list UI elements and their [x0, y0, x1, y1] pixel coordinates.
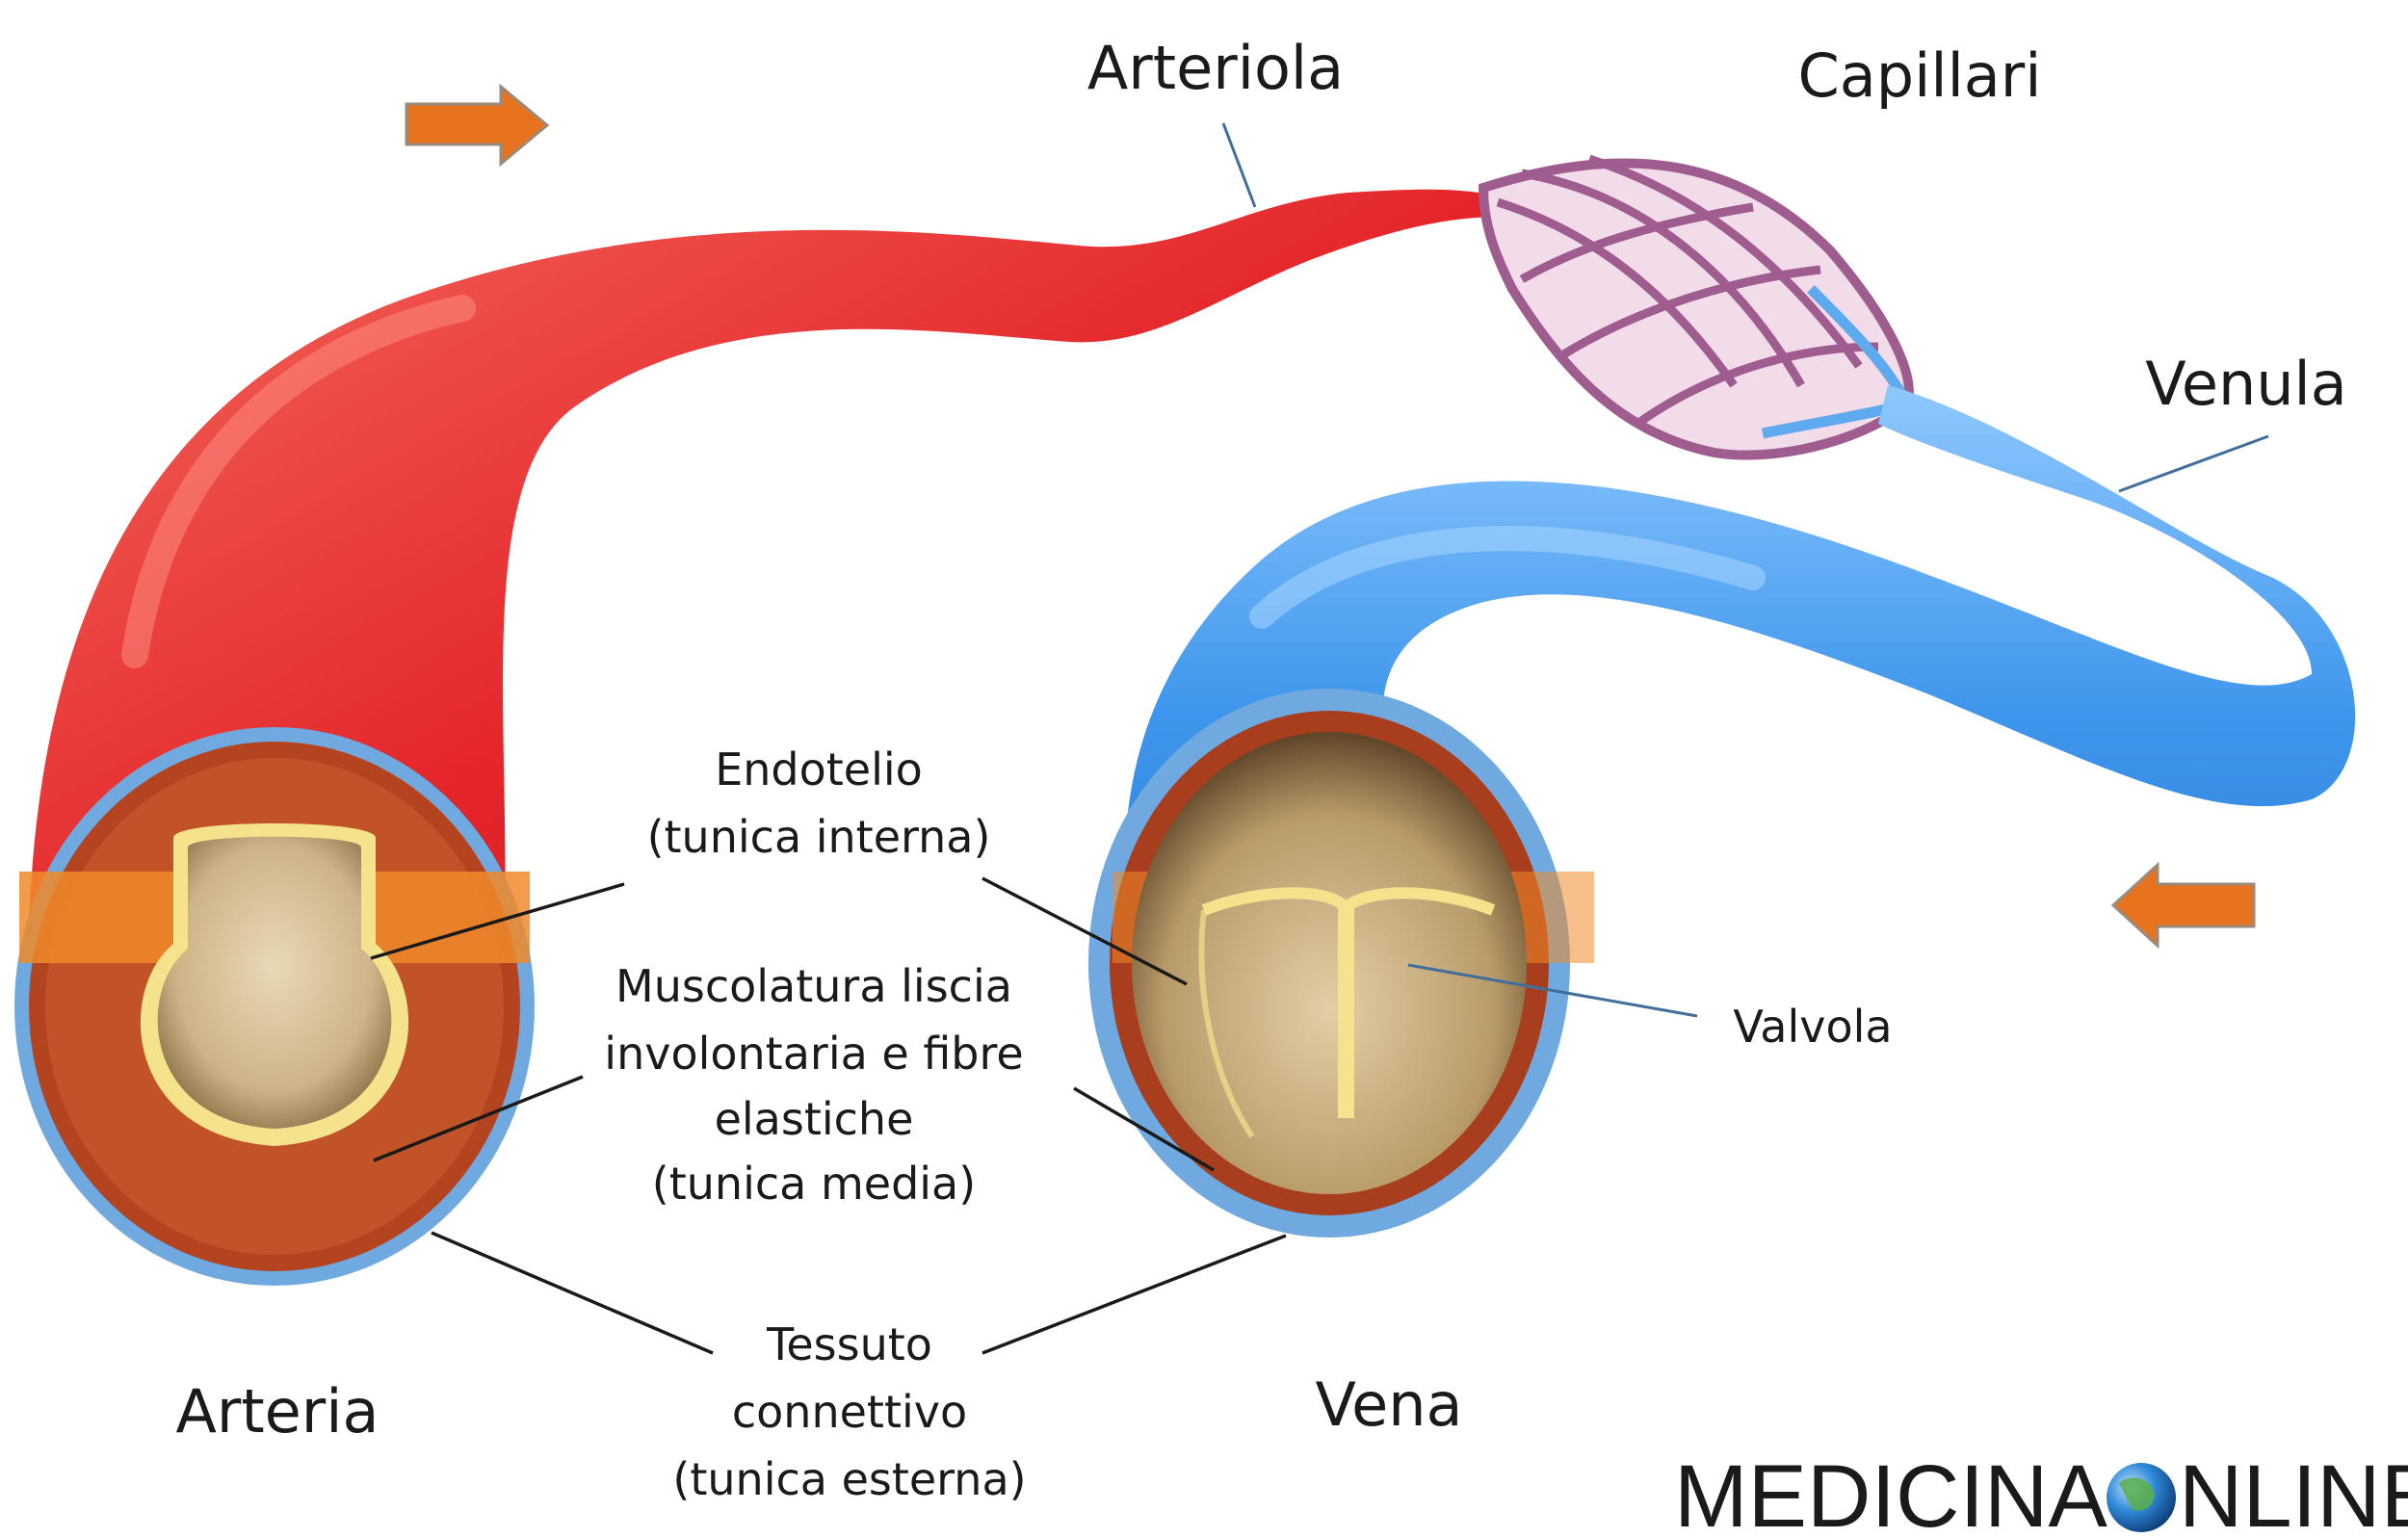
vein-cross-section [1088, 689, 1594, 1238]
leader-lines [370, 122, 2269, 1355]
label-muscolatura: Muscolatura liscia involontaria e fibre … [604, 960, 1023, 1210]
label-valvola: Valvola [1733, 1001, 1892, 1053]
logo-text-left: MEDICINA [1674, 1447, 2107, 1538]
label-muscolatura-line: involontaria e fibre [604, 1028, 1023, 1080]
flow-arrow-right-icon [405, 83, 550, 168]
globe-icon [2107, 1463, 2176, 1532]
label-arteria: Arteria [175, 1376, 379, 1447]
capillary-network [1478, 154, 1914, 460]
label-vena: Vena [1315, 1369, 1462, 1440]
label-endotelio-line: (tunica interna) [647, 811, 991, 863]
label-tessuto: Tessuto connettivo (tunica esterna) [672, 1318, 1026, 1505]
label-muscolatura-line: (tunica media) [652, 1158, 976, 1210]
flow-arrow-left-icon [2110, 861, 2256, 950]
label-endotelio-line: Endotelio [715, 743, 923, 795]
medicina-online-logo: MEDICINA NLINE [1674, 1447, 2408, 1538]
label-muscolatura-line: Muscolatura liscia [615, 960, 1012, 1012]
label-endotelio: Endotelio (tunica interna) [647, 743, 991, 863]
label-tessuto-line: (tunica esterna) [672, 1453, 1026, 1505]
artery-cross-section [14, 727, 535, 1286]
label-capillari: Capillari [1797, 40, 2041, 111]
label-venula: Venula [2145, 349, 2347, 419]
label-muscolatura-line: elastiche [715, 1093, 914, 1145]
label-tessuto-line: Tessuto [766, 1318, 932, 1370]
logo-text-right: NLINE [2179, 1447, 2408, 1538]
label-arteriola: Arteriola [1087, 33, 1344, 103]
vein-vessel [1125, 385, 2356, 1040]
label-tessuto-line: connettivo [732, 1386, 967, 1438]
